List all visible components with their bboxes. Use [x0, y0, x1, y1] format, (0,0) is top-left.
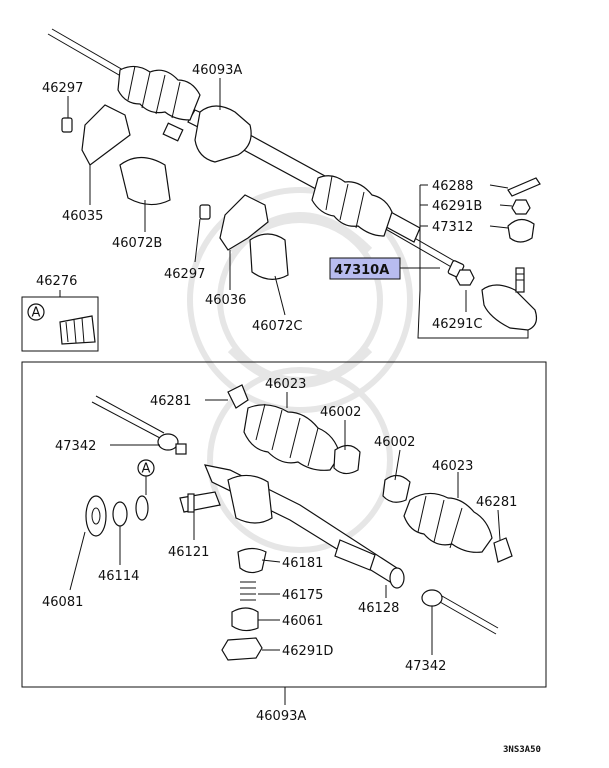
- label-46288[interactable]: 46288: [432, 179, 473, 194]
- clamp-46035: [81, 104, 131, 166]
- label-46121[interactable]: 46121: [168, 545, 209, 560]
- label-46291C[interactable]: 46291C: [432, 317, 482, 332]
- label-46093A-top[interactable]: 46093A: [192, 63, 242, 78]
- bottom-leader-lines: [69, 392, 501, 705]
- clamp-46036: [219, 194, 269, 251]
- label-47310A[interactable]: 47310A: [334, 263, 389, 278]
- label-46114[interactable]: 46114: [98, 569, 139, 584]
- inset-46276: [21, 290, 99, 352]
- label-46291B[interactable]: 46291B: [432, 199, 482, 214]
- bottom-rack-assembly: [85, 384, 513, 661]
- label-46291D[interactable]: 46291D: [282, 644, 333, 659]
- jam-nut: [455, 269, 475, 286]
- castle-nut: [511, 199, 531, 215]
- label-46036[interactable]: 46036: [205, 293, 246, 308]
- top-left-boot: [117, 65, 201, 121]
- label-46181[interactable]: 46181: [282, 556, 323, 571]
- label-46072B[interactable]: 46072B: [112, 236, 162, 251]
- label-46175[interactable]: 46175: [282, 588, 323, 603]
- part-labels: 46093A 46297 46035 46072B 46297 46036 46…: [36, 63, 517, 724]
- dust-cover: [507, 218, 535, 243]
- label-47312[interactable]: 47312: [432, 220, 473, 235]
- label-46023-b[interactable]: 46023: [432, 459, 473, 474]
- label-46297-a[interactable]: 46297: [42, 81, 83, 96]
- label-46023-a[interactable]: 46023: [265, 377, 306, 392]
- label-46093A-bottom[interactable]: 46093A: [256, 709, 306, 724]
- bushing-46072C: [249, 233, 289, 280]
- cotter-pin: [507, 177, 541, 197]
- label-46297-b[interactable]: 46297: [164, 267, 205, 282]
- label-46281-a[interactable]: 46281: [150, 394, 191, 409]
- callout-a-box: A: [32, 306, 41, 321]
- label-46128[interactable]: 46128: [358, 601, 399, 616]
- bottom-assembly-frame: [21, 361, 547, 688]
- callout-a-circle: A: [142, 462, 151, 477]
- label-46061[interactable]: 46061: [282, 614, 323, 629]
- top-leader-lines: [67, 78, 529, 339]
- label-46081[interactable]: 46081: [42, 595, 83, 610]
- label-46035[interactable]: 46035: [62, 209, 103, 224]
- bolt-a: [61, 117, 73, 133]
- top-rack-assembly: [47, 28, 541, 331]
- label-46002-a[interactable]: 46002: [320, 405, 361, 420]
- label-46072C[interactable]: 46072C: [252, 319, 302, 334]
- diagram-code: 3NS3A50: [503, 745, 541, 755]
- label-46002-b[interactable]: 46002: [374, 435, 415, 450]
- bushing-46072B: [119, 156, 171, 206]
- watermark-emblem: [187, 187, 413, 553]
- top-right-boot: [311, 175, 393, 237]
- label-46276[interactable]: 46276: [36, 274, 77, 289]
- label-46281-b[interactable]: 46281: [476, 495, 517, 510]
- label-47342-a[interactable]: 47342: [55, 439, 96, 454]
- label-47342-b[interactable]: 47342: [405, 659, 446, 674]
- highlight-box: [329, 257, 401, 280]
- bolt-b: [199, 204, 211, 220]
